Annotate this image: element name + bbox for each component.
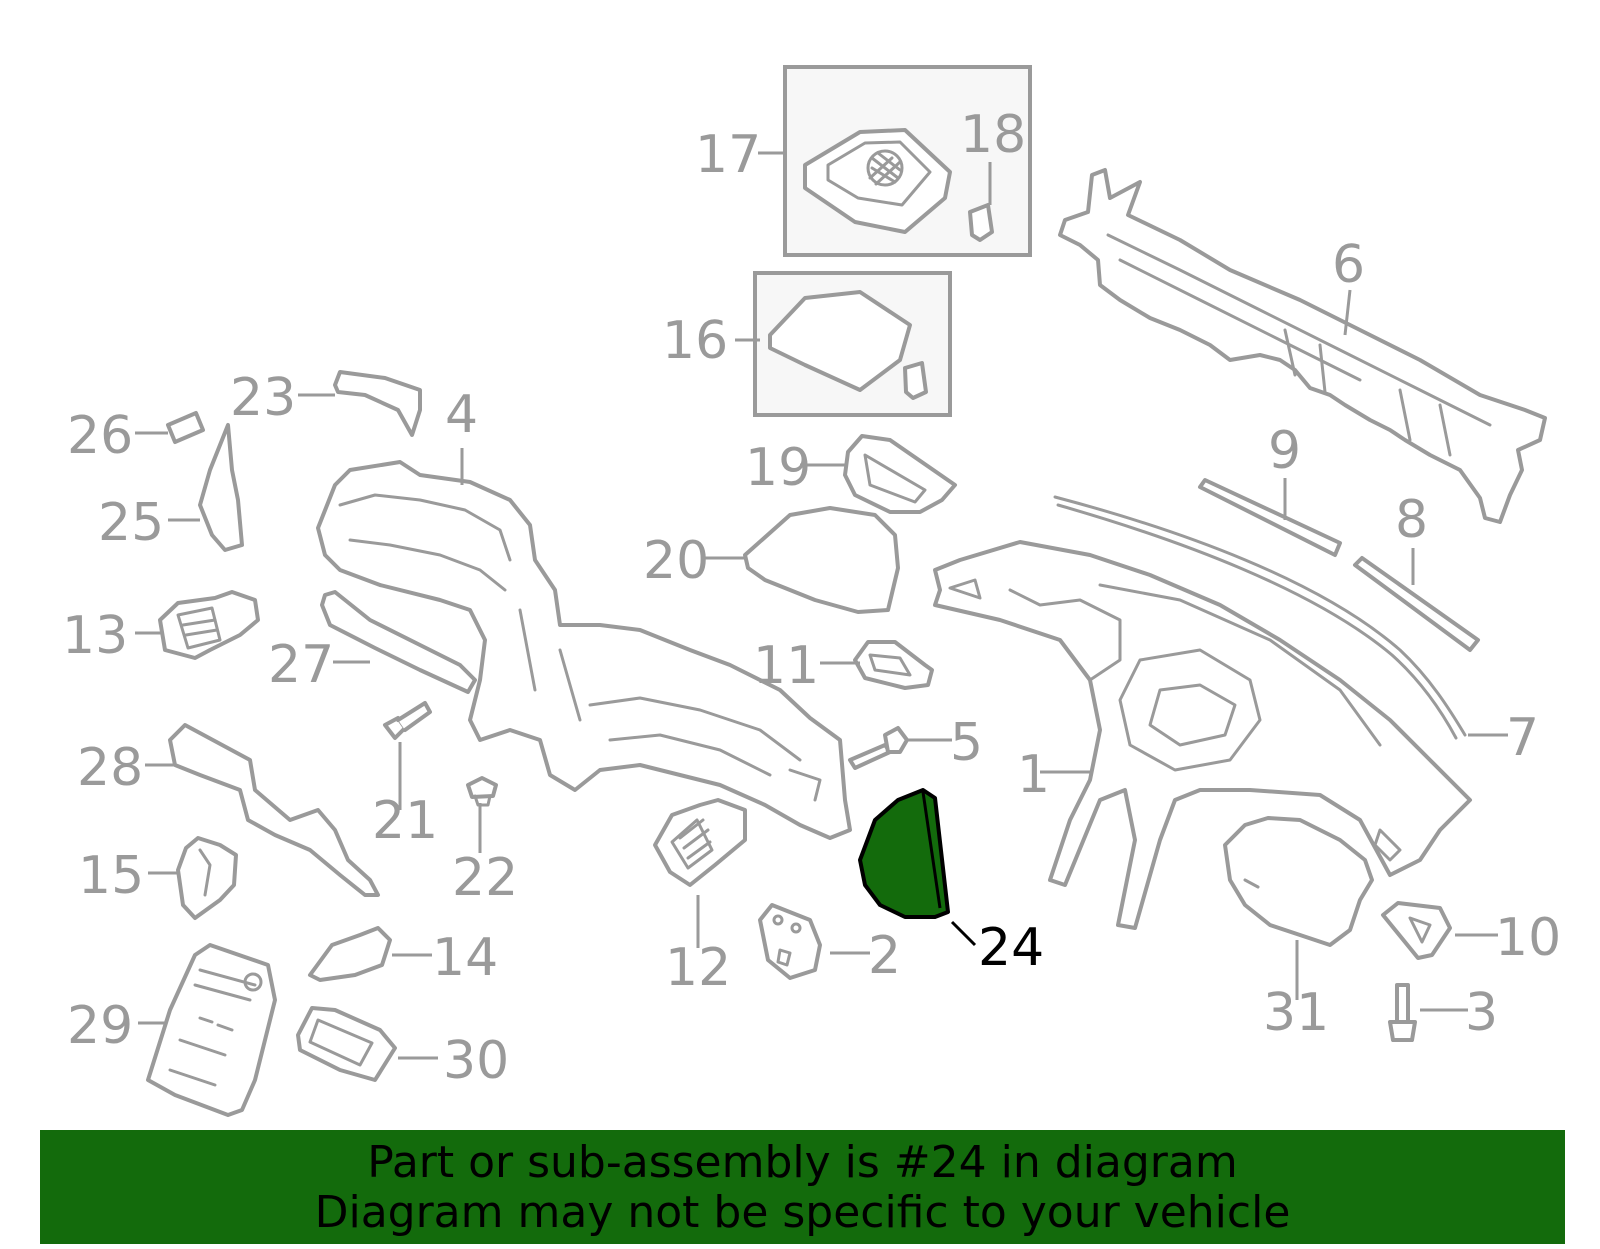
banner-line-1: Part or sub-assembly is #24 in diagram [367,1137,1238,1188]
callout-22[interactable]: 22 [452,848,518,908]
callout-29[interactable]: 29 [67,996,133,1056]
callout-3[interactable]: 3 [1465,983,1498,1043]
part-25[interactable] [198,423,244,552]
part-14[interactable] [308,926,392,982]
callout-30[interactable]: 30 [443,1031,509,1091]
part-23[interactable] [333,370,422,437]
info-banner: Part or sub-assembly is #24 in diagram D… [40,1130,1565,1244]
callout-31[interactable]: 31 [1263,983,1329,1043]
part-6[interactable] [1058,168,1547,524]
callout-4[interactable]: 4 [445,385,478,445]
part-16[interactable] [768,290,928,400]
part-1[interactable] [933,540,1472,930]
callout-5[interactable]: 5 [950,713,983,773]
callout-1[interactable]: 1 [1017,745,1050,805]
callout-12[interactable]: 12 [665,938,731,998]
callout-20[interactable]: 20 [643,531,709,591]
callout-6[interactable]: 6 [1332,235,1365,295]
part-10[interactable] [1381,901,1452,960]
part-19[interactable] [843,434,957,514]
banner-line-2: Diagram may not be specific to your vehi… [314,1187,1291,1238]
callout-26[interactable]: 26 [67,406,133,466]
part-11[interactable] [853,640,934,690]
part-17[interactable] [803,128,952,234]
callout-2[interactable]: 2 [868,926,901,986]
callout-14[interactable]: 14 [432,928,498,988]
part-9[interactable] [1198,478,1342,557]
part-3[interactable] [1388,983,1417,1042]
callout-8[interactable]: 8 [1395,490,1428,550]
part-30[interactable] [296,1006,397,1082]
callout-16[interactable]: 16 [662,311,728,371]
callout-15[interactable]: 15 [78,846,144,906]
callout-9[interactable]: 9 [1268,421,1301,481]
callouts: 1 2 3 4 5 6 7 8 9 10 11 12 13 14 15 16 1… [62,105,1561,1091]
part-18[interactable] [968,203,994,242]
callout-7[interactable]: 7 [1506,708,1539,768]
part-20[interactable] [743,506,900,614]
callout-13[interactable]: 13 [62,606,128,666]
callout-19[interactable]: 19 [745,438,811,498]
part-2[interactable] [758,903,822,980]
callout-24[interactable]: 24 [978,918,1044,978]
part-27[interactable] [320,590,477,694]
part-15[interactable] [176,836,238,920]
part-29[interactable] [146,943,277,1117]
callout-21[interactable]: 21 [372,791,438,851]
callout-10[interactable]: 10 [1495,908,1561,968]
part-21[interactable] [383,701,432,740]
part-13[interactable] [158,590,260,660]
part-4[interactable] [316,460,852,840]
callout-28[interactable]: 28 [77,738,143,798]
callout-27[interactable]: 27 [268,635,334,695]
callout-17[interactable]: 17 [695,125,761,185]
callout-25[interactable]: 25 [98,493,164,553]
part-7[interactable] [1053,495,1467,740]
callout-11[interactable]: 11 [753,636,819,696]
part-24[interactable] [858,788,950,919]
callout-18[interactable]: 18 [960,105,1026,165]
part-28[interactable] [168,723,380,897]
part-5[interactable] [848,726,909,770]
leader-lines [135,151,1508,1060]
part-8[interactable] [1353,556,1480,652]
callout-23[interactable]: 23 [230,368,296,428]
part-26[interactable] [166,411,205,444]
part-22[interactable] [466,776,498,807]
part-31[interactable] [1223,816,1374,947]
part-12[interactable] [653,798,747,887]
